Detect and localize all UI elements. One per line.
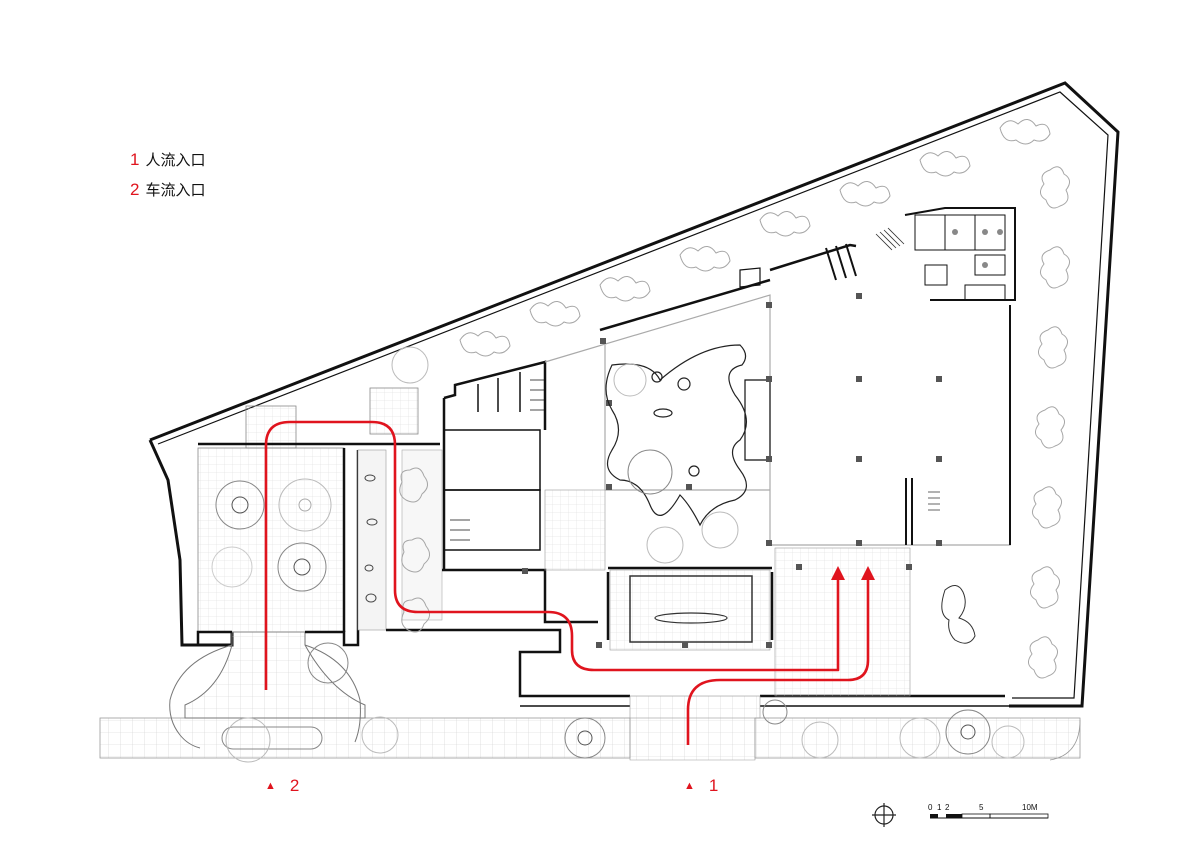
- flow-arrowheads: [831, 566, 875, 580]
- service-block: [904, 207, 1016, 301]
- legend-num: 2: [130, 180, 140, 199]
- north-arrow-icon: [872, 803, 896, 827]
- legend-num: 1: [130, 150, 140, 169]
- scale-tick-10: 10M: [1022, 803, 1038, 812]
- stairs: [825, 227, 940, 511]
- main-hall: [544, 243, 1011, 640]
- parking-courtyard: [197, 387, 419, 633]
- triangle-icon: ▲: [684, 780, 695, 792]
- scale-bar: 0 1 2 5 10M: [928, 803, 1049, 819]
- vehicle-flow-path: [264, 420, 840, 690]
- legend-label: 车流入口: [145, 182, 206, 199]
- left-building: [442, 360, 547, 570]
- triangle-icon: ▲: [265, 780, 276, 792]
- entrance-label-vehicle: ▲2: [265, 776, 299, 796]
- atrium-sculpture: [605, 344, 747, 527]
- entrance-number: 1: [708, 776, 719, 795]
- vegetation: [399, 119, 1070, 679]
- scale-tick-0: 0: [928, 803, 933, 812]
- legend-item-vehicle: 2 车流入口: [130, 176, 205, 206]
- sculpture-figure: [941, 585, 976, 644]
- pedestrian-flow-path: [686, 580, 870, 745]
- scale-tick-5: 5: [979, 803, 984, 812]
- legend-label: 人流入口: [145, 152, 206, 169]
- scale-tick-1: 1: [937, 803, 942, 812]
- vehicle-driveway: [169, 631, 366, 750]
- entrance-number: 2: [289, 776, 300, 795]
- legend: 1 人流入口 2 车流入口: [130, 146, 205, 206]
- entrance-plaza: [544, 489, 911, 719]
- entrance-label-pedestrian: ▲1: [684, 776, 718, 796]
- trees: [211, 346, 1025, 763]
- legend-item-pedestrian: 1 人流入口: [130, 146, 205, 176]
- planter-strip: [357, 449, 443, 631]
- scale-tick-2: 2: [945, 803, 950, 812]
